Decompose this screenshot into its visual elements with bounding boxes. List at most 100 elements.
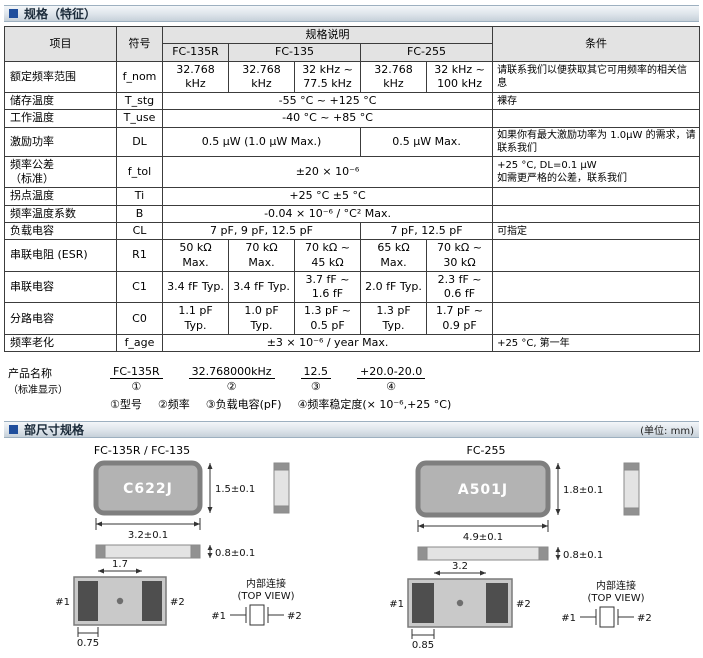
thickness-dim-label: 0.8±0.1 bbox=[215, 548, 255, 559]
pin1-label: #1 bbox=[389, 599, 404, 610]
row-condition: 裸存 bbox=[492, 92, 701, 111]
table-row-r1: 串联电阻 (ESR) R1 50 kΩ Max. 70 kΩ Max. 70 k… bbox=[4, 239, 701, 272]
row-condition: 可指定 bbox=[492, 221, 701, 241]
drawing-title-fc135: FC-135R / FC-135 bbox=[93, 444, 191, 458]
crystal-symbol bbox=[249, 604, 265, 626]
spec-cell: +25 °C ±5 °C bbox=[161, 187, 494, 206]
drawing-title-fc255: FC-255 bbox=[466, 444, 506, 458]
spec-cell: ±20 × 10⁻⁶ bbox=[161, 155, 494, 189]
top-view-label: (TOP VIEW) bbox=[238, 591, 295, 602]
internal-connection-label: 内部连接 bbox=[246, 577, 286, 590]
part-marking: A501J bbox=[458, 482, 508, 498]
pad-width-dim-label: 0.85 bbox=[412, 640, 434, 649]
row-symbol: B bbox=[116, 204, 163, 223]
thickness-dimension: 0.8±0.1 bbox=[555, 547, 603, 561]
height-dimension: 1.8±0.1 bbox=[555, 463, 603, 516]
table-row-fage: 频率老化 f_age ±3 × 10⁻⁶ / year Max. +25 °C,… bbox=[4, 334, 701, 353]
spec-cell: 0.5 μW (1.0 μW Max.) bbox=[162, 126, 361, 157]
internal-pin2-label: #2 bbox=[287, 611, 302, 622]
section-title-specs: 规格（特征） bbox=[24, 7, 97, 21]
row-condition: 如果你有最大激励功率为 1.0μW 的需求，请联系我们 bbox=[492, 126, 701, 157]
part-number-3: ③ bbox=[310, 380, 321, 394]
product-name-label-line2: （标准显示） bbox=[8, 385, 68, 397]
header-condition: 条件 bbox=[492, 26, 701, 62]
side-view-horizontal bbox=[95, 544, 201, 559]
spec-cell: 7 pF, 9 pF, 12.5 pF bbox=[162, 221, 361, 241]
pad-span-dimension: 3.2 bbox=[434, 561, 486, 576]
table-row-tstg: 储存温度 T_stg -55 °C ~ +125 °C 裸存 bbox=[4, 92, 701, 111]
internal-pin2-label: #2 bbox=[637, 613, 652, 624]
pad-span-dimension: 1.7 bbox=[98, 559, 142, 574]
height-dimension: 1.5±0.1 bbox=[207, 463, 255, 514]
spec-cell: 0.5 μW Max. bbox=[359, 126, 494, 157]
product-name-part: 12.5 ③ bbox=[300, 365, 332, 394]
table-row-cl: 负载电容 CL 7 pF, 9 pF, 12.5 pF 7 pF, 12.5 p… bbox=[4, 221, 701, 241]
product-name-part: FC-135R ① bbox=[110, 365, 163, 393]
table-row-c1: 串联电容 C1 3.4 fF Typ. 3.4 fF Typ. 3.7 fF ~… bbox=[4, 270, 701, 304]
thickness-dimension: 0.8±0.1 bbox=[207, 545, 255, 559]
section-header-dimensions: 部尺寸规格 (单位: mm) bbox=[4, 421, 699, 439]
spec-cell: 3.4 fF Typ. bbox=[228, 270, 295, 304]
spec-cell: 32.768 kHz bbox=[162, 60, 229, 94]
spec-cell: 2.3 fF ~ 0.6 fF bbox=[425, 270, 494, 304]
legend-model: ①型号 bbox=[110, 398, 142, 412]
section-marker-icon bbox=[9, 9, 18, 18]
row-symbol: C0 bbox=[116, 302, 163, 336]
row-item: 频率老化 bbox=[4, 334, 117, 353]
dimension-drawings: FC-135R / FC-135 C622J 1.5±0.1 bbox=[4, 442, 699, 653]
row-condition bbox=[492, 187, 701, 206]
product-name-label-line1: 产品名称 bbox=[8, 367, 52, 381]
product-name-part: +20.0-20.0 ④ bbox=[357, 365, 426, 394]
pad-2 bbox=[142, 581, 162, 622]
spec-cell: 7 pF, 12.5 pF bbox=[359, 221, 494, 241]
spec-cell: 2.0 fF Typ. bbox=[360, 270, 427, 304]
width-dimension: 3.2±0.1 bbox=[95, 518, 201, 541]
product-name-example: FC-135R ① 32.768000kHz ② 12.5 ③ +20.0-20… bbox=[110, 365, 451, 412]
row-symbol: C1 bbox=[116, 270, 163, 304]
row-condition: 请联系我们以便获取其它可用频率的相关信息 bbox=[492, 60, 701, 94]
spec-cell: -40 °C ~ +85 °C bbox=[161, 109, 494, 128]
header-item: 项目 bbox=[4, 26, 117, 62]
side-view-horizontal bbox=[417, 546, 549, 561]
drawing-group-fc255: FC-255 A501J 1.8±0.1 bbox=[378, 442, 698, 653]
row-item: 频率温度系数 bbox=[4, 204, 117, 223]
spec-cell: 1.3 pF Typ. bbox=[360, 302, 427, 336]
legend-stability: ④频率稳定度(× 10⁻⁶,+25 °C) bbox=[297, 398, 452, 412]
table-row-ti: 拐点温度 Ti +25 °C ±5 °C bbox=[4, 187, 701, 206]
height-dim-label: 1.8±0.1 bbox=[563, 485, 603, 496]
section-header-specs: 规格（特征） bbox=[4, 5, 699, 22]
pad-span-dim-label: 1.7 bbox=[112, 559, 128, 570]
side-view-vertical bbox=[623, 462, 640, 516]
row-item: 负载电容 bbox=[4, 221, 117, 241]
product-name-part: 32.768000kHz ② bbox=[188, 365, 275, 393]
row-condition bbox=[492, 302, 701, 336]
spec-cell: 65 kΩ Max. bbox=[360, 239, 427, 272]
legend-load-capacitance: ③负载电容(pF) bbox=[205, 398, 282, 412]
section-marker-icon bbox=[9, 425, 18, 435]
spec-cell: 1.3 pF ~ 0.5 pF bbox=[294, 302, 361, 336]
section-title-dimensions: 部尺寸规格 bbox=[24, 423, 85, 438]
internal-connection: 内部连接 (TOP VIEW) #1 #2 bbox=[561, 579, 652, 628]
orientation-mark bbox=[116, 598, 124, 605]
spec-cell: ±3 × 10⁻⁶ / year Max. bbox=[161, 334, 494, 353]
row-item: 储存温度 bbox=[4, 92, 117, 111]
part-number-4: ④ bbox=[386, 380, 397, 394]
row-symbol: T_stg bbox=[116, 92, 163, 111]
model-header-fc255: FC-255 bbox=[359, 43, 494, 62]
drawing-group-fc135: FC-135R / FC-135 C622J 1.5±0.1 bbox=[34, 442, 354, 653]
spec-cell: 32.768 kHz bbox=[360, 60, 427, 94]
row-symbol: f_nom bbox=[116, 60, 163, 94]
spec-cell: 3.7 fF ~ 1.6 fF bbox=[294, 270, 361, 304]
row-item: 串联电阻 (ESR) bbox=[4, 239, 117, 272]
internal-connection-label: 内部连接 bbox=[596, 579, 636, 592]
table-header-row-1: 项目 符号 规格说明 条件 bbox=[4, 25, 701, 62]
row-condition: +25 °C, 第一年 bbox=[492, 334, 701, 353]
row-symbol: Ti bbox=[116, 187, 163, 206]
product-name-parts: FC-135R ① 32.768000kHz ② 12.5 ③ +20.0-20… bbox=[110, 365, 451, 393]
product-name-legend: ①型号 ②频率 ③负载电容(pF) ④频率稳定度(× 10⁻⁶,+25 °C) bbox=[110, 396, 451, 412]
header-spec: 规格说明 bbox=[161, 25, 494, 45]
row-symbol: DL bbox=[116, 126, 163, 157]
pad-1 bbox=[412, 583, 434, 624]
row-item: 工作温度 bbox=[4, 109, 117, 128]
